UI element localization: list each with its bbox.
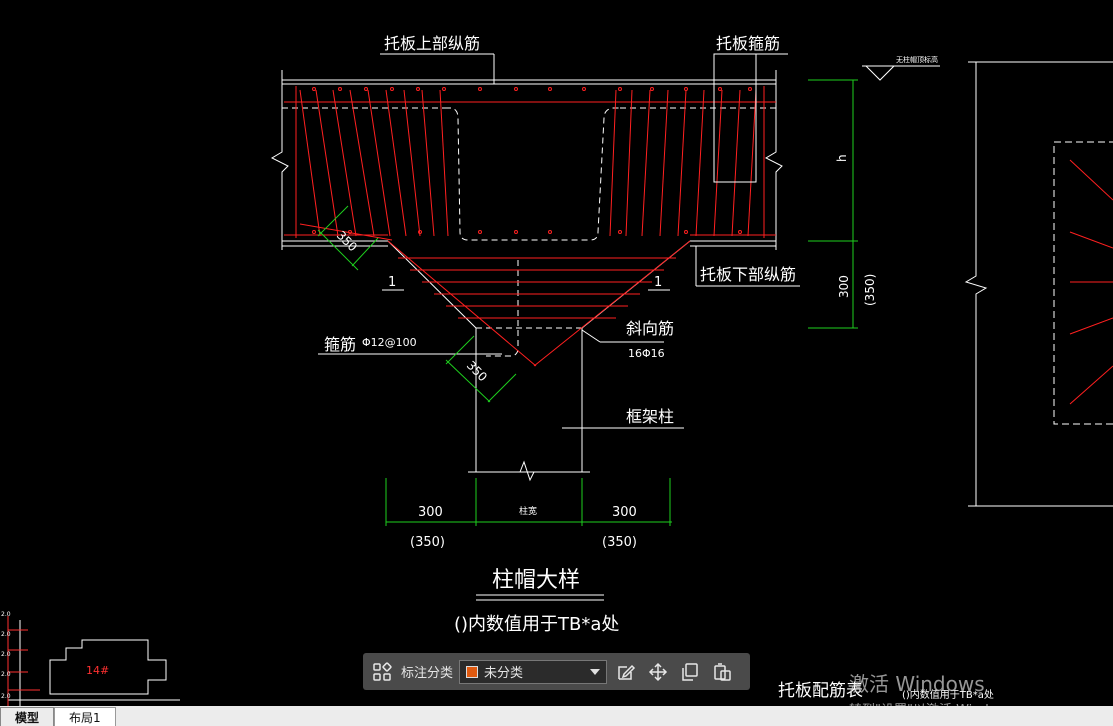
dim-350-right: (350) (602, 535, 637, 550)
drawing-subtitle: ()内数值用于TB*a处 (454, 614, 619, 635)
table-note: ()内数值用于TB*a处 (902, 688, 994, 701)
rebar-lines (284, 86, 776, 367)
label-bottom-long-bar: 托板下部纵筋 (700, 265, 796, 284)
minimap-tick: 2.0 (1, 693, 11, 700)
dim-350-left: (350) (410, 535, 445, 550)
label-stirrup: 箍筋 (324, 335, 356, 354)
rebar-dots (312, 87, 752, 234)
tab-model[interactable]: 模型 (0, 707, 55, 726)
paste-icon[interactable] (709, 659, 735, 685)
dim-300-vertical: 300 (837, 275, 851, 298)
minimap-tick: 2.0 (1, 651, 11, 658)
dimension-lines (317, 79, 858, 526)
label-stirrup-spec: Φ12@100 (362, 336, 417, 349)
edit-icon[interactable] (613, 659, 639, 685)
grid-icon[interactable] (369, 659, 395, 685)
section-mark-right: 1 (654, 275, 662, 290)
label-stirrup-top: 托板箍筋 (716, 34, 780, 53)
minimap-tick: 2.0 (1, 611, 11, 618)
right-panel-rebars (1069, 159, 1113, 405)
minimap-tick: 2.0 (1, 671, 11, 678)
dim-350-vertical: (350) (863, 274, 877, 306)
dim-h: h (835, 154, 849, 162)
table-title: 托板配筋表 (778, 681, 863, 701)
label-elevation-note: 无柱帽顶标高 (896, 55, 938, 64)
label-diag-bar: 斜向筋 (626, 319, 674, 338)
leader-lines (318, 53, 940, 601)
right-panel-outline (964, 61, 1113, 507)
annotation-toolbar: 标注分类 未分类 (363, 653, 750, 690)
annotation-category-label: 标注分类 (401, 666, 454, 681)
dim-300-left: 300 (418, 505, 443, 520)
watermark-line1: 激活 Windows (849, 672, 985, 696)
label-diag-bar-spec: 16Φ16 (628, 347, 665, 360)
cap-hole-dashed (282, 107, 776, 357)
slab-outline (270, 70, 783, 482)
annotation-category-select[interactable]: 未分类 (459, 659, 608, 684)
minimap[interactable]: 14# 2.0 2.0 2.0 2.0 2.0 (1, 611, 180, 706)
label-top-long-bar: 托板上部纵筋 (384, 34, 480, 53)
category-color-swatch (466, 665, 479, 678)
minimap-tag: 14# (86, 664, 109, 677)
move-icon[interactable] (645, 659, 671, 685)
label-frame-column: 框架柱 (626, 407, 674, 426)
drawing-title: 柱帽大样 (492, 568, 580, 593)
category-select-value: 未分类 (484, 666, 524, 681)
tab-layout1[interactable]: 布局1 (54, 707, 116, 726)
copy-icon[interactable] (677, 659, 703, 685)
chevron-down-icon (590, 668, 601, 675)
dim-column-width: 柱宽 (519, 505, 537, 517)
layout-tabs: 模型 布局1 (0, 706, 1113, 726)
section-mark-left: 1 (388, 275, 396, 290)
minimap-red-marks (7, 616, 40, 706)
dim-300-right: 300 (612, 505, 637, 520)
minimap-outline (8, 620, 180, 706)
minimap-tick: 2.0 (1, 631, 11, 638)
